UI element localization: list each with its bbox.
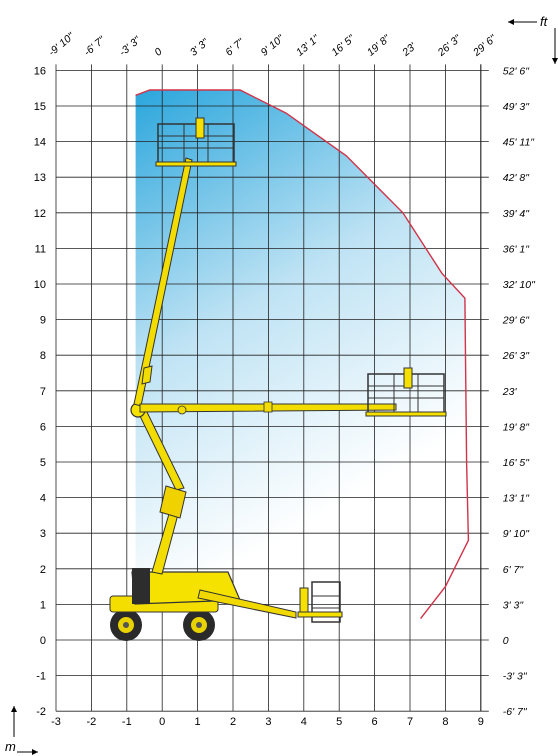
x-tick-label-ft: 16' 5" [329,32,358,59]
platform-mid [365,367,447,417]
y-tick-label-ft: 26' 3" [502,350,530,362]
y-tick-label-ft: 42' 8" [503,172,530,184]
x-tick-label-ft: 19' 8" [365,32,394,59]
y-tick-label-ft: 3' 3" [503,599,525,611]
x-tick-label-ft: 26' 3" [435,32,465,59]
x-tick-label-m: 9 [478,716,484,728]
x-tick-label-m: 1 [195,716,201,728]
rear-wheel [110,609,142,641]
x-tick-label-ft: 9' 10" [259,32,288,59]
ft-label: ft [540,14,549,29]
y-tick-label-ft: 9' 10" [503,528,530,540]
x-tick-label-m: 4 [301,716,307,728]
y-tick-label-m: 9 [40,315,46,327]
y-tick-label-m: 16 [34,65,46,77]
y-tick-label-ft: 29' 6" [502,315,530,327]
y-tick-label-ft: 16' 5" [503,457,530,469]
y-tick-label-ft: 49' 3" [503,101,530,113]
y-tick-label-m: -1 [36,671,46,683]
m-unit-marker: m [5,706,38,755]
x-tick-label-m: 2 [230,716,236,728]
x-tick-label-m: 3 [265,716,271,728]
y-tick-label-m: 0 [40,635,46,647]
ft-unit-marker: ft [508,14,558,64]
envelope-line [135,89,470,620]
x-tick-label-m: 6 [372,716,378,728]
y-tick-label-ft: -3' 3" [503,671,528,683]
m-label: m [5,739,16,754]
y-tick-label-m: 11 [35,243,46,255]
y-tick-label-ft: 39' 4" [503,208,530,220]
x-tick-label-ft: -9' 10" [46,30,77,59]
aerial-lift-machine [109,157,397,641]
y-tick-label-m: 14 [34,137,46,149]
platform-bottom [297,581,343,623]
y-tick-label-m: 15 [34,101,46,113]
y-tick-label-m: 7 [40,386,46,398]
x-tick-label-m: 8 [442,716,448,728]
y-tick-label-ft: 36' 1" [503,243,530,255]
x-tick-label-ft: 3' 3" [188,36,212,59]
jib-arm [197,589,297,619]
y-tick-label-ft: 45' 11" [503,137,536,149]
y-tick-label-ft: -6' 7" [503,706,528,718]
x-tick-label-m: -2 [87,716,97,728]
y-tick-label-m: 6 [40,421,46,433]
envelope-fill [135,90,469,651]
x-tick-label-m: 5 [336,716,342,728]
y-tick-label-m: 5 [40,457,46,469]
y-tick-label-ft: 52' 6" [503,65,530,77]
x-tick-label-ft: 29' 6" [470,32,500,59]
x-tick-label-m: 7 [407,716,413,728]
x-tick-label-m: -3 [51,716,61,728]
x-tick-label-ft: 13' 1" [294,32,323,59]
upper-boom-vertical [133,157,193,407]
x-tick-label-ft: -3' 3" [117,33,144,58]
platform-top [155,117,237,167]
y-tick-label-ft: 19' 8" [503,421,530,433]
front-wheel [183,609,215,641]
x-tick-label-ft: 0 [152,46,164,59]
y-tick-label-m: 1 [40,599,46,611]
y-tick-label-ft: 0 [503,635,509,647]
x-tick-label-m: 0 [159,716,165,728]
x-tick-label-m: -1 [122,716,132,728]
y-tick-label-ft: 6' 7" [503,564,525,576]
x-tick-label-ft: -6' 7" [82,33,109,58]
y-tick-label-m: 4 [40,493,46,505]
y-tick-label-ft: 32' 10" [503,279,536,291]
y-tick-label-m: 8 [40,350,46,362]
y-tick-label-m: -2 [36,706,46,718]
x-tick-label-ft: 23' [399,40,419,59]
y-tick-label-m: 12 [34,208,46,220]
y-tick-label-m: 10 [34,279,46,291]
x-tick-label-ft: 6' 7" [223,36,247,59]
y-tick-label-m: 2 [40,564,46,576]
y-tick-label-ft: 23' [502,386,518,398]
y-tick-label-m: 3 [40,528,46,540]
y-tick-label-m: 13 [34,172,46,184]
y-tick-label-ft: 13' 1" [503,493,530,505]
